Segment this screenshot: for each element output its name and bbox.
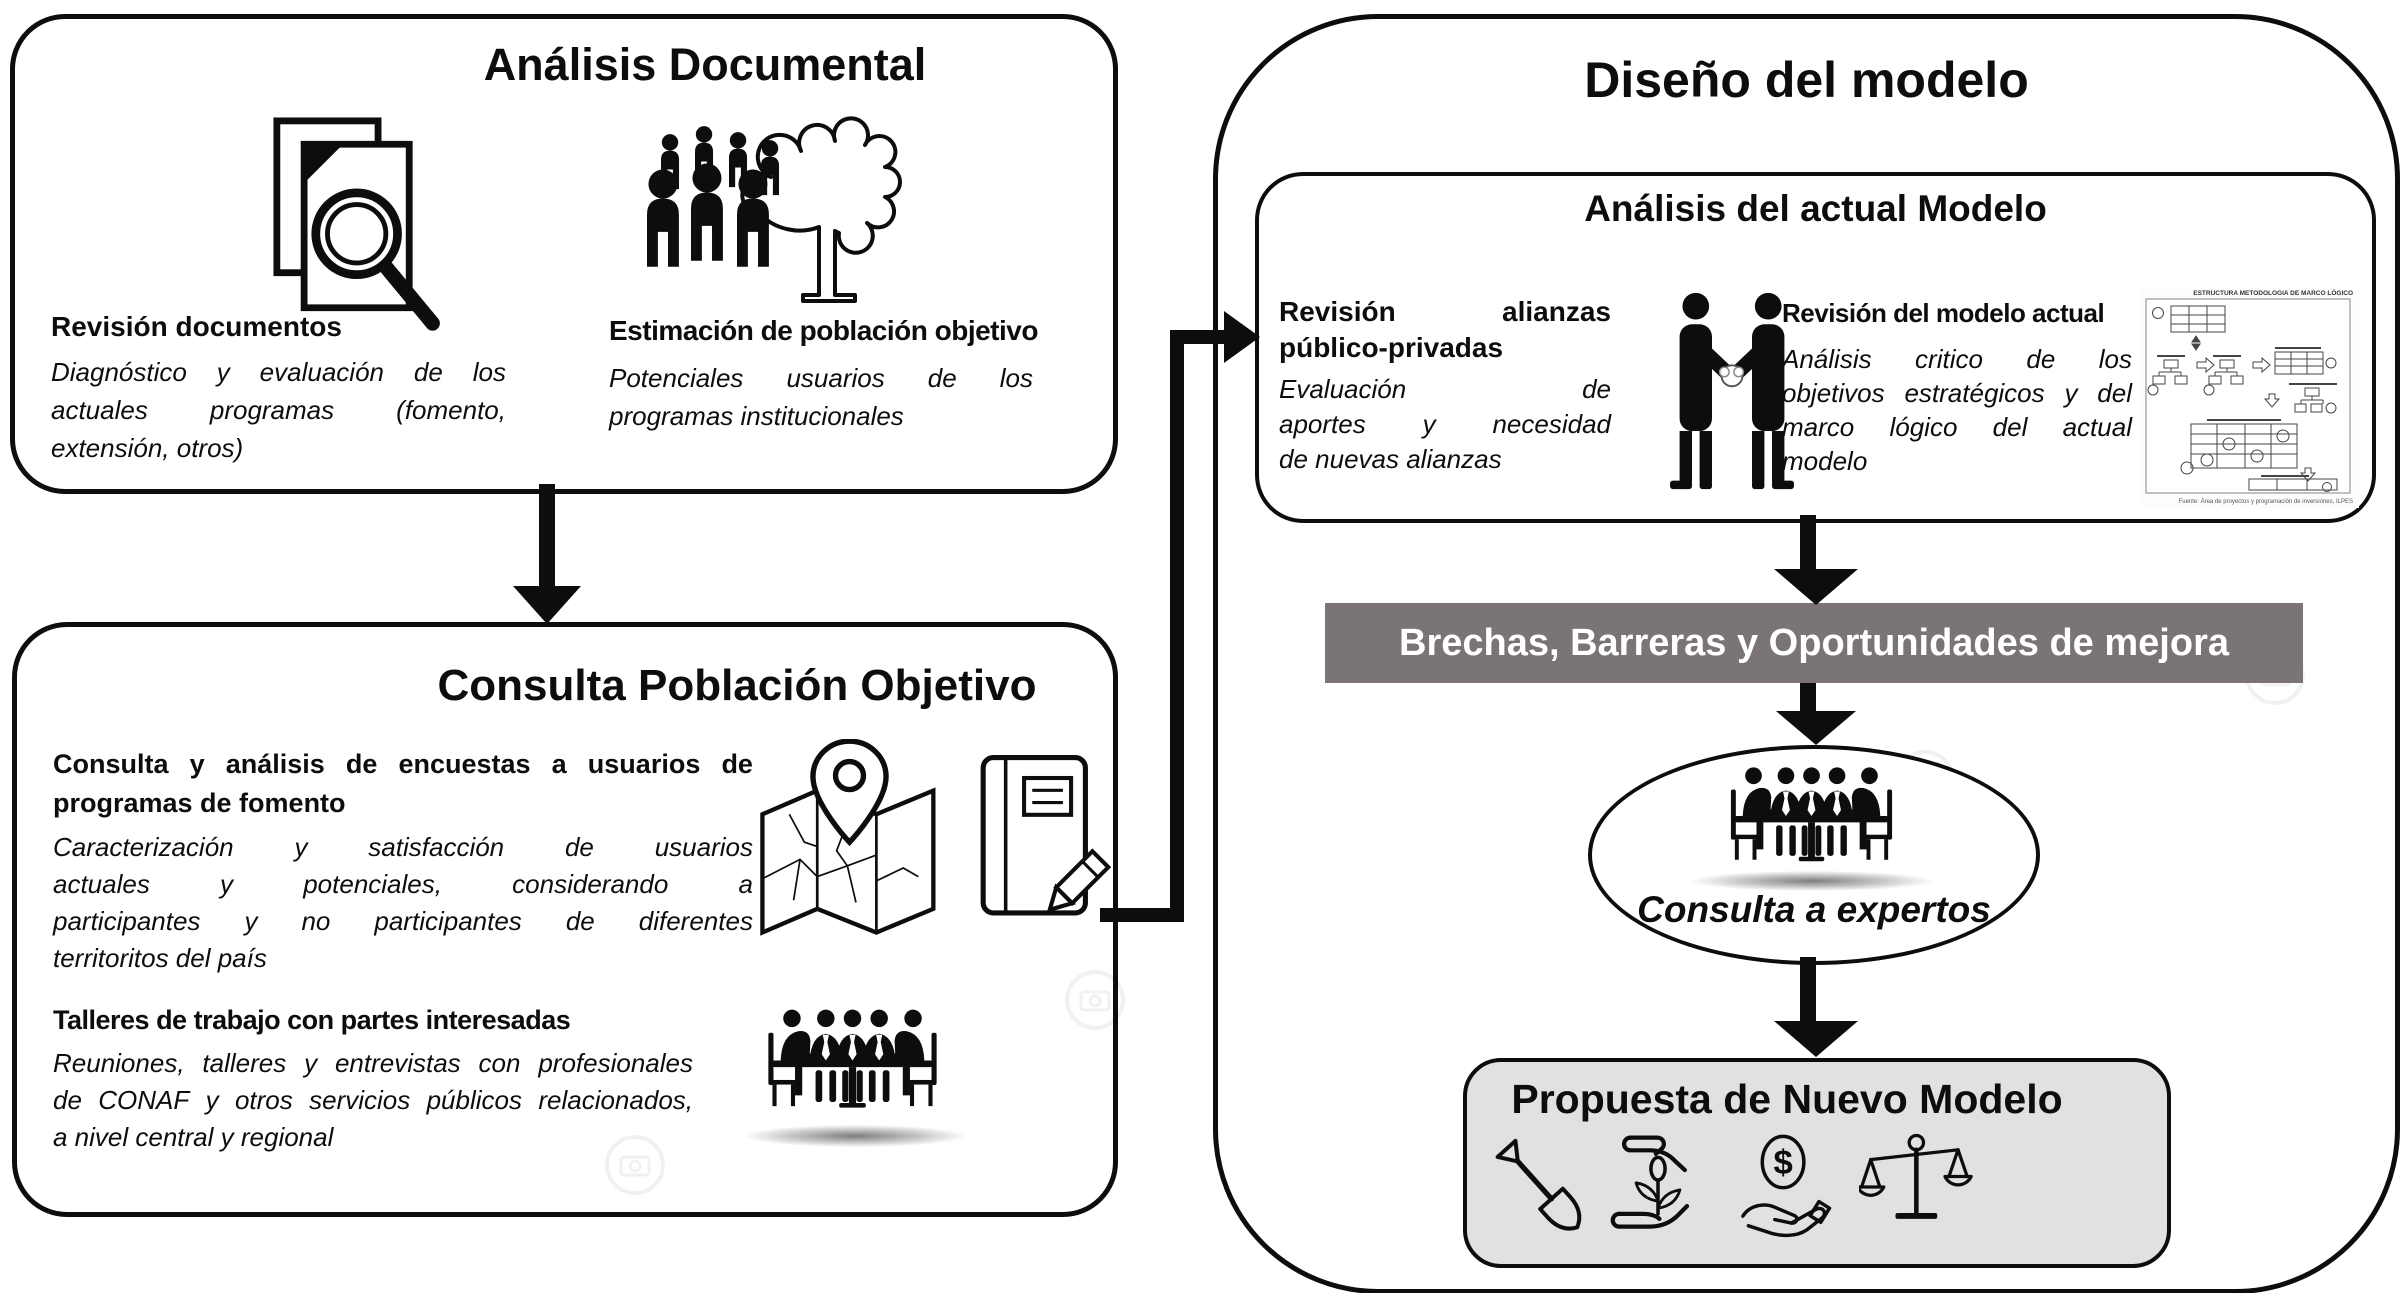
arrow-doc-to-consulta-shaft <box>539 484 555 588</box>
consulta-poblacion-title: Consulta Población Objetivo <box>437 661 1037 710</box>
arrow-doc-to-consulta-head <box>513 586 581 624</box>
arrow-bar-to-ellipse-shaft <box>1800 683 1816 713</box>
model-structure-thumbnail: ESTRUCTURA METODOLOGIA DE MARCO LÓGICO <box>2141 286 2359 508</box>
estimacion-poblacion-heading: Estimación de población objetivo <box>609 315 1038 346</box>
analisis-documental-box: Análisis Documental <box>10 14 1118 494</box>
experts-meeting-shadow <box>1692 871 1932 891</box>
arrow-ellipse-to-propuesta-head <box>1774 1021 1858 1057</box>
connector-horizontal-top <box>1170 330 1224 344</box>
meeting-table-icon <box>720 1003 985 1121</box>
connector-horizontal-bottom <box>1100 908 1184 922</box>
thumbnail-source: Fuente: Área de proyectos y programación… <box>2179 498 2353 505</box>
modelo-actual-heading: Revisión del modelo actual <box>1782 298 2105 328</box>
shovel-icon <box>1495 1126 1595 1254</box>
connector-arrow-head <box>1224 311 1260 363</box>
connector-vertical <box>1170 330 1184 922</box>
talleres-heading: Talleres de trabajo con partes interesad… <box>53 1005 571 1035</box>
brechas-bar: Brechas, Barreras y Oportunidades de mej… <box>1325 603 2303 683</box>
hand-plant-icon <box>1605 1120 1711 1252</box>
thumbnail-caption: ESTRUCTURA METODOLOGIA DE MARCO LÓGICO <box>2193 288 2353 297</box>
meeting-shadow <box>745 1125 965 1147</box>
arrow-ellipse-to-propuesta-shaft <box>1800 957 1816 1023</box>
propuesta-box: Propuesta de Nuevo Modelo <box>1463 1058 2171 1268</box>
scales-icon <box>1859 1120 1975 1250</box>
documents-magnifier-icon <box>265 117 460 335</box>
revision-documentos-heading: Revisión documentos <box>51 311 342 342</box>
analisis-actual-title: Análisis del actual Modelo <box>1584 188 2047 229</box>
map-pin-icon <box>757 739 942 954</box>
consulta-expertos-label: Consulta a expertos <box>1637 889 1991 930</box>
dollar-hand-icon: $ <box>1729 1118 1833 1256</box>
dollar-glyph: $ <box>1773 1144 1792 1182</box>
population-tree-icon <box>633 97 925 307</box>
handshake-icon <box>1651 290 1813 492</box>
arrow-inner-to-bar-head <box>1774 569 1858 605</box>
arrow-bar-to-ellipse-head <box>1776 711 1856 745</box>
arrow-inner-to-bar-shaft <box>1800 515 1816 571</box>
analisis-documental-title: Análisis Documental <box>483 39 927 90</box>
experts-meeting-icon <box>1684 761 1939 874</box>
propuesta-title: Propuesta de Nuevo Modelo <box>1511 1076 2063 1122</box>
diseno-modelo-title: Diseño del modelo <box>1584 52 2029 108</box>
notebook-pencil-icon <box>975 751 1113 941</box>
consulta-expertos-ellipse: Consulta a expertos <box>1588 745 2040 965</box>
